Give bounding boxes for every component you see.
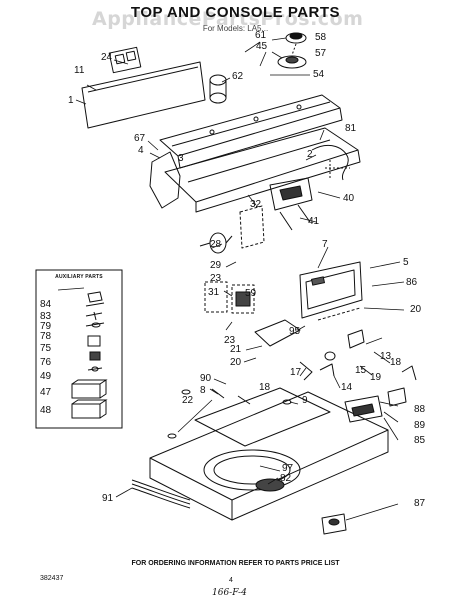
callout-83: 83 [40, 311, 52, 322]
console-body [164, 127, 361, 213]
callout-54: 54 [313, 69, 325, 80]
auxiliary-parts-box [35, 269, 123, 429]
aux-part-83 [85, 302, 105, 307]
callout-28: 28 [210, 239, 222, 250]
timer-assembly [199, 232, 255, 314]
callout-32: 32 [250, 199, 262, 210]
timer-knob [209, 74, 227, 104]
aux-parts-title: AUXILIARY PARTS [55, 274, 103, 280]
aux-part-78 [85, 322, 105, 328]
callout-67: 67 [134, 133, 146, 144]
callout-24: 24 [101, 52, 113, 63]
screw-hole [296, 104, 302, 110]
callout-57: 57 [315, 48, 327, 59]
washer-lid [299, 261, 363, 319]
callout-84: 84 [40, 299, 52, 310]
screw-hole [209, 129, 215, 135]
callout-15: 15 [355, 365, 367, 376]
callout-41: 41 [308, 216, 320, 227]
aux-part-48 [71, 399, 108, 419]
callout-88: 88 [414, 404, 426, 415]
document-code: 382437 [40, 575, 64, 582]
console-end-cap [149, 151, 181, 209]
aux-part-84 [87, 291, 103, 303]
callout-18: 18 [259, 382, 271, 393]
lid-hinge [254, 307, 361, 347]
right-side-parts [344, 365, 417, 423]
footer-note: FOR ORDERING INFORMATION REFER TO PARTS … [131, 560, 340, 567]
callout-29: 29 [210, 260, 222, 271]
dial-assembly [277, 32, 307, 69]
aux-part-75 [87, 335, 101, 347]
callout-19: 19 [370, 372, 382, 383]
callout-3: 3 [178, 153, 184, 164]
callout-8: 8 [200, 385, 206, 396]
callout-9: 9 [302, 395, 308, 406]
callout-2: 2 [307, 149, 313, 160]
callout-62: 62 [232, 71, 244, 82]
callout-85: 85 [414, 435, 426, 446]
callout-23: 23 [224, 335, 236, 346]
callout-1: 1 [68, 95, 74, 106]
callout-47: 47 [40, 387, 52, 398]
callout-90: 90 [200, 373, 212, 384]
diagram-title: TOP AND CONSOLE PARTS [130, 4, 341, 21]
aux-part-79 [85, 311, 103, 321]
wire-harness [311, 145, 349, 181]
callout-20: 20 [230, 357, 242, 368]
callout-97: 97 [282, 463, 294, 474]
callout-91: 91 [102, 493, 114, 504]
watermark: AppliancePartsPros.com [92, 8, 364, 30]
callout-82: 82 [280, 473, 292, 484]
callout-18: 18 [390, 357, 402, 368]
diagram-subtitle: For Models: LA5... [202, 24, 269, 33]
switch-assembly [239, 160, 350, 249]
callout-4: 4 [138, 145, 144, 156]
callout-95: 95 [289, 326, 301, 337]
callout-59: 59 [245, 288, 257, 299]
callout-14: 14 [341, 382, 353, 393]
handwritten-note: 166-F-4 [212, 588, 247, 598]
callout-61: 61 [255, 30, 267, 41]
callout-22: 22 [182, 395, 194, 406]
aux-part-76 [89, 351, 101, 361]
callout-31: 31 [208, 287, 220, 298]
callout-5: 5 [403, 257, 409, 268]
callout-7: 7 [322, 239, 328, 250]
leader-lines [75, 37, 405, 521]
part-87 [321, 513, 347, 535]
lid-switch-parts [299, 329, 365, 381]
callout-49: 49 [40, 371, 52, 382]
callout-21: 21 [230, 344, 242, 355]
fasteners [167, 388, 292, 439]
callout-45: 45 [256, 41, 268, 52]
callout-40: 40 [343, 193, 355, 204]
callout-13: 13 [380, 351, 392, 362]
console-back-panel [81, 46, 206, 129]
callout-23: 23 [210, 273, 222, 284]
callout-89: 89 [414, 420, 426, 431]
callout-78: 78 [40, 331, 52, 342]
callout-87: 87 [414, 498, 426, 509]
aux-part-49 [87, 366, 103, 372]
callout-17: 17 [290, 367, 302, 378]
console-top-bar [159, 94, 343, 169]
washer-top [131, 387, 389, 521]
callout-81: 81 [345, 123, 357, 134]
callout-20: 20 [410, 304, 422, 315]
callout-79: 79 [40, 321, 52, 332]
aux-part-47 [71, 379, 108, 399]
callout-76: 76 [40, 357, 52, 368]
callout-86: 86 [406, 277, 418, 288]
screw-hole [253, 116, 259, 122]
callout-48: 48 [40, 405, 52, 416]
page-number: 4 [229, 577, 233, 584]
callout-58: 58 [315, 32, 327, 43]
callout-75: 75 [40, 343, 52, 354]
callout-11: 11 [74, 65, 85, 76]
